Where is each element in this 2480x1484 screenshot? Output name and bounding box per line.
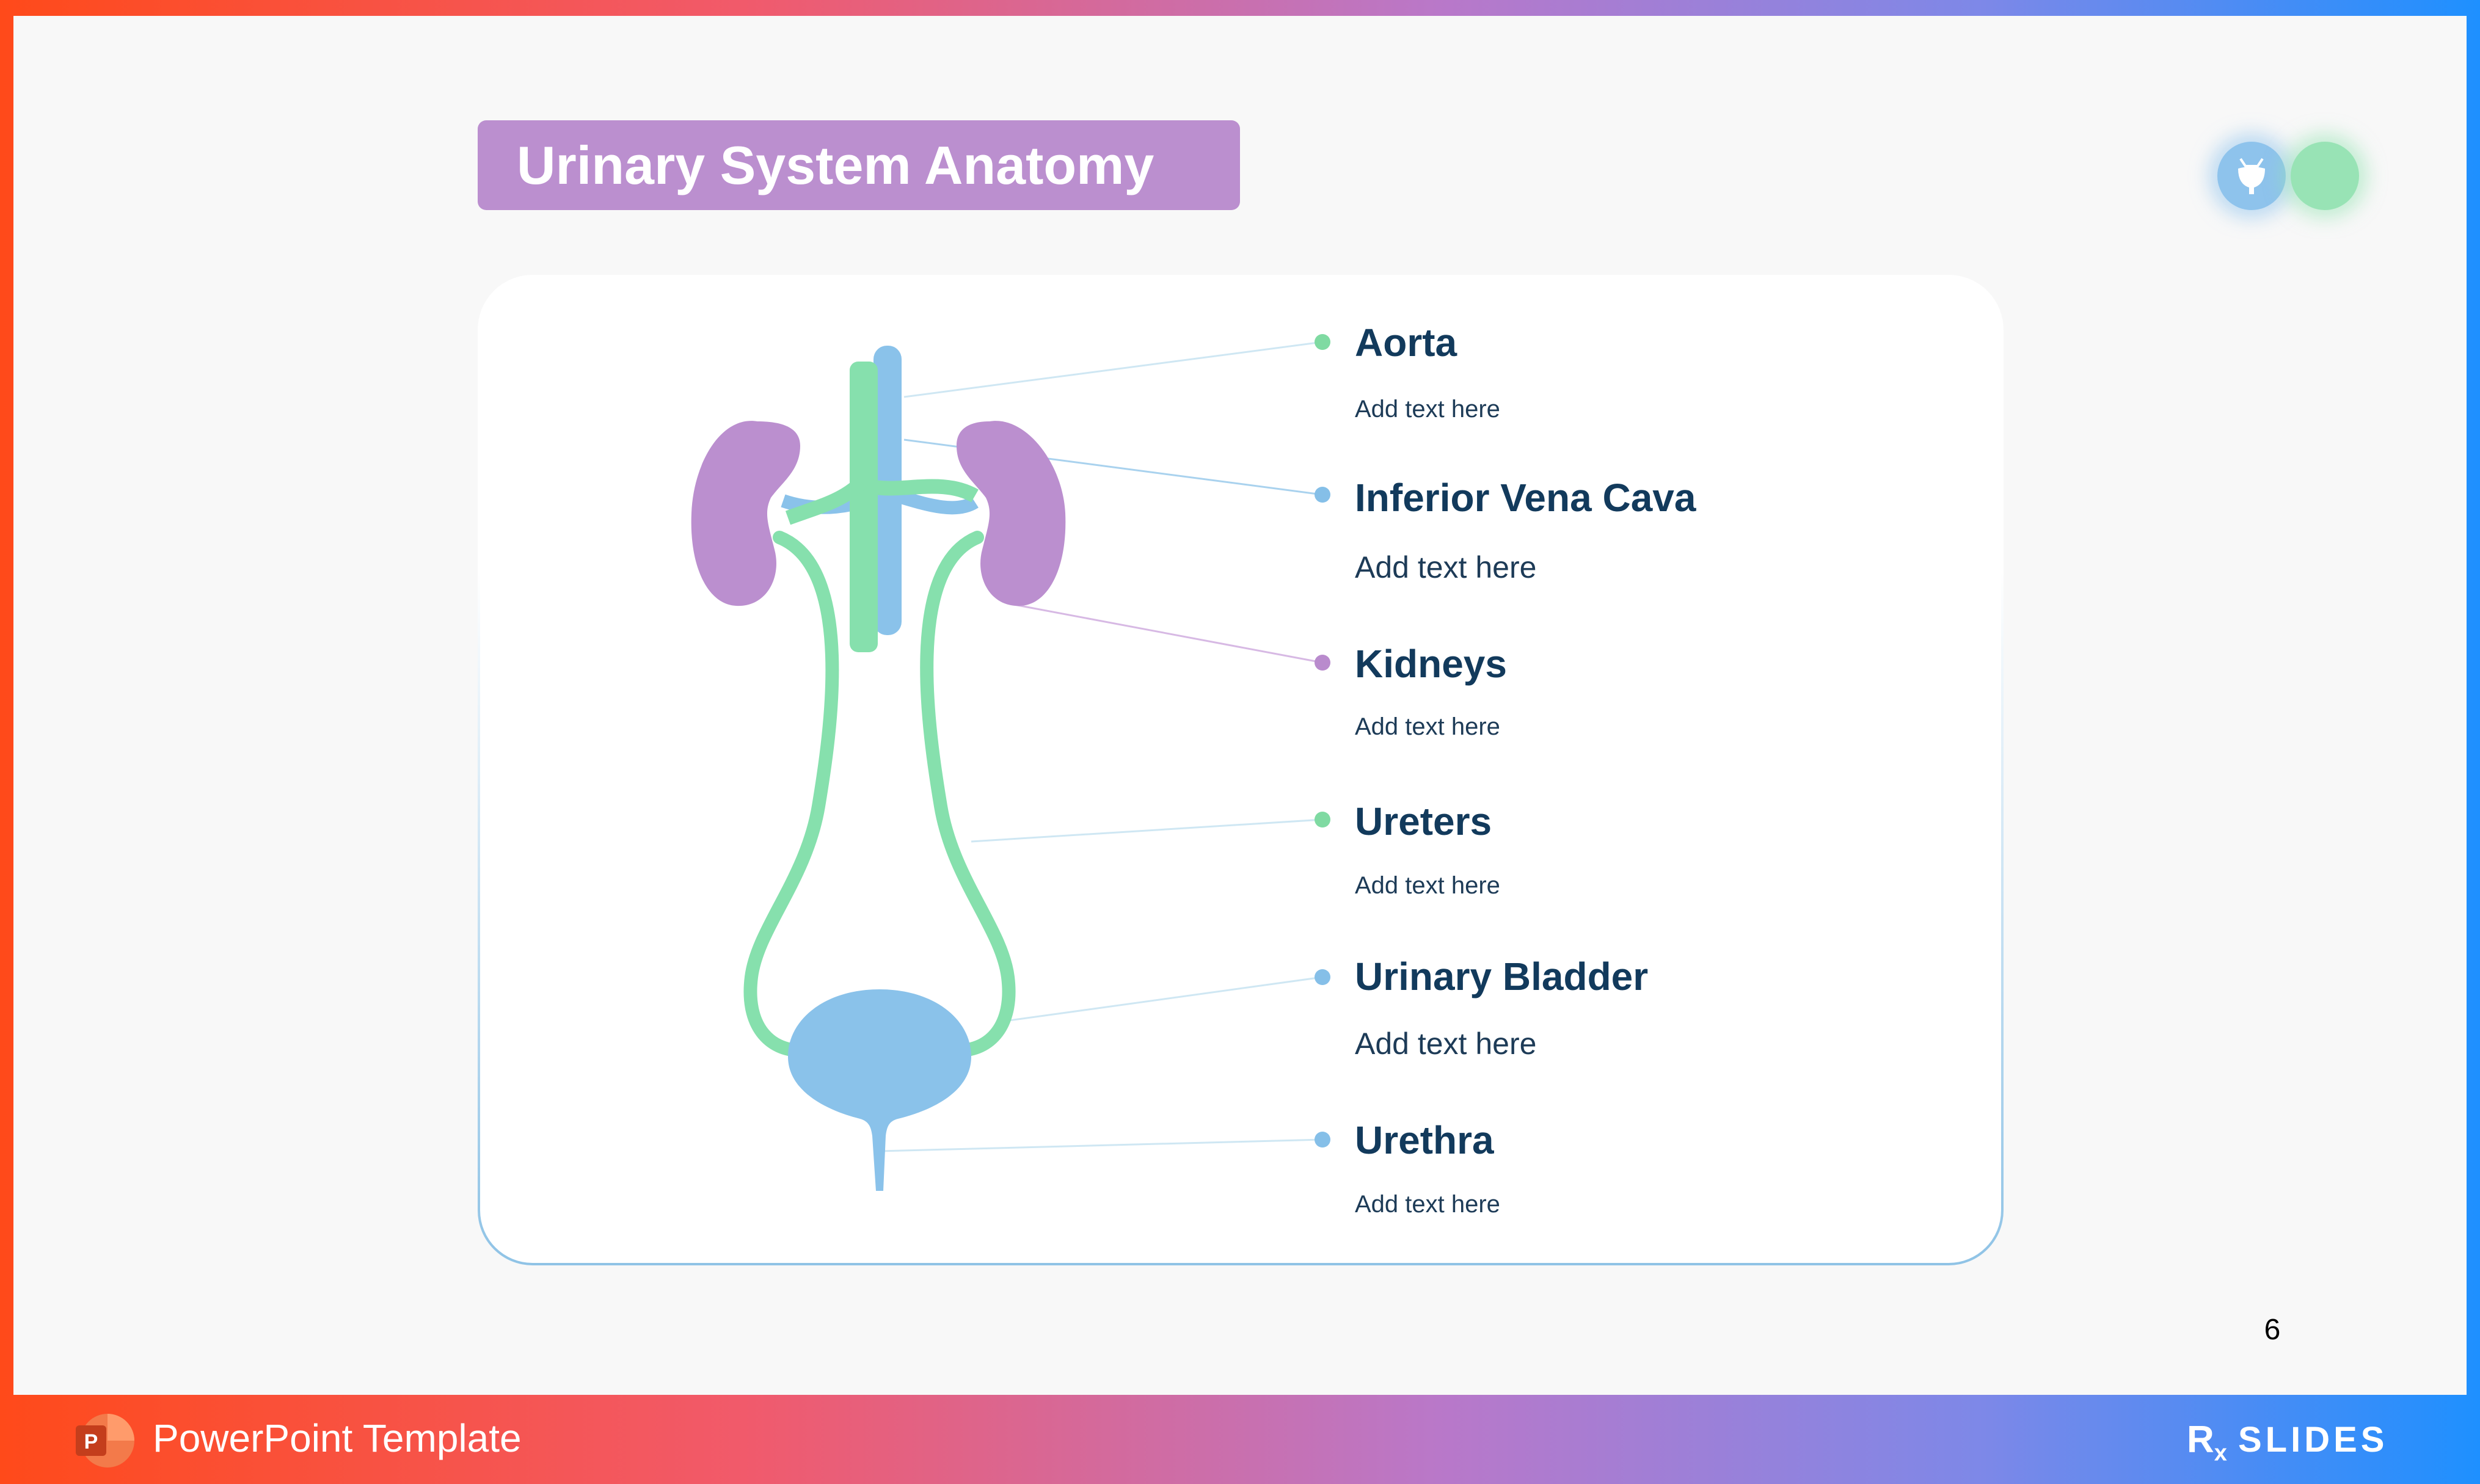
kidneys-leader-line [1013, 603, 1323, 664]
green-glow-circle [2291, 142, 2359, 210]
bladder-icon [2238, 158, 2265, 194]
kidneys-dot [1315, 655, 1330, 671]
bladder-dot [1315, 969, 1330, 985]
brand-name: SLIDES [2238, 1420, 2388, 1460]
left-renal-artery [785, 477, 867, 525]
right-ureter [920, 531, 1016, 1057]
right-kidney [957, 421, 1066, 606]
corner-decoration [2205, 133, 2370, 219]
brand-r: R [2187, 1419, 2214, 1461]
ureters-leader-line [971, 818, 1323, 843]
aorta-dot [1315, 334, 1330, 350]
desc-urethra: Add text here [1355, 1191, 1500, 1218]
aorta-vessel [850, 362, 878, 652]
bladder-leader-line [1004, 976, 1323, 1022]
slide-title: Urinary System Anatomy [517, 134, 1154, 195]
left-kidney [691, 421, 800, 606]
aorta-leader-line [903, 341, 1323, 398]
bladder-shape [788, 989, 971, 1191]
label-kidneys: Kidneys [1355, 642, 1507, 686]
powerpoint-icon: P [76, 1414, 134, 1468]
desc-inferior-vena-cava: Add text here [1355, 550, 1537, 584]
vena-cava-dot [1315, 487, 1330, 503]
brand-x: x [2214, 1440, 2227, 1466]
desc-ureters: Add text here [1355, 872, 1500, 899]
desc-kidneys: Add text here [1355, 713, 1500, 740]
right-renal-artery [865, 478, 979, 503]
label-urinary-bladder: Urinary Bladder [1355, 955, 1649, 998]
brand-rx-mark: Rx [2187, 1418, 2227, 1466]
desc-aorta: Add text here [1355, 396, 1500, 423]
svg-text:P: P [84, 1430, 98, 1453]
urethra-dot [1315, 1132, 1330, 1148]
ureters-dot [1315, 812, 1330, 827]
label-urethra: Urethra [1355, 1118, 1494, 1162]
left-ureter [743, 531, 839, 1057]
desc-urinary-bladder: Add text here [1355, 1027, 1537, 1061]
page-number: 6 [2264, 1314, 2281, 1346]
brand-logo: Rx SLIDES [2187, 1417, 2407, 1466]
title-banner: Urinary System Anatomy [478, 120, 1240, 210]
footer-template-label: PowerPoint Template [153, 1416, 522, 1460]
label-inferior-vena-cava: Inferior Vena Cava [1355, 476, 1696, 520]
label-ureters: Ureters [1355, 799, 1492, 843]
label-aorta: Aorta [1355, 321, 1457, 365]
urethra-leader-line [879, 1138, 1323, 1152]
